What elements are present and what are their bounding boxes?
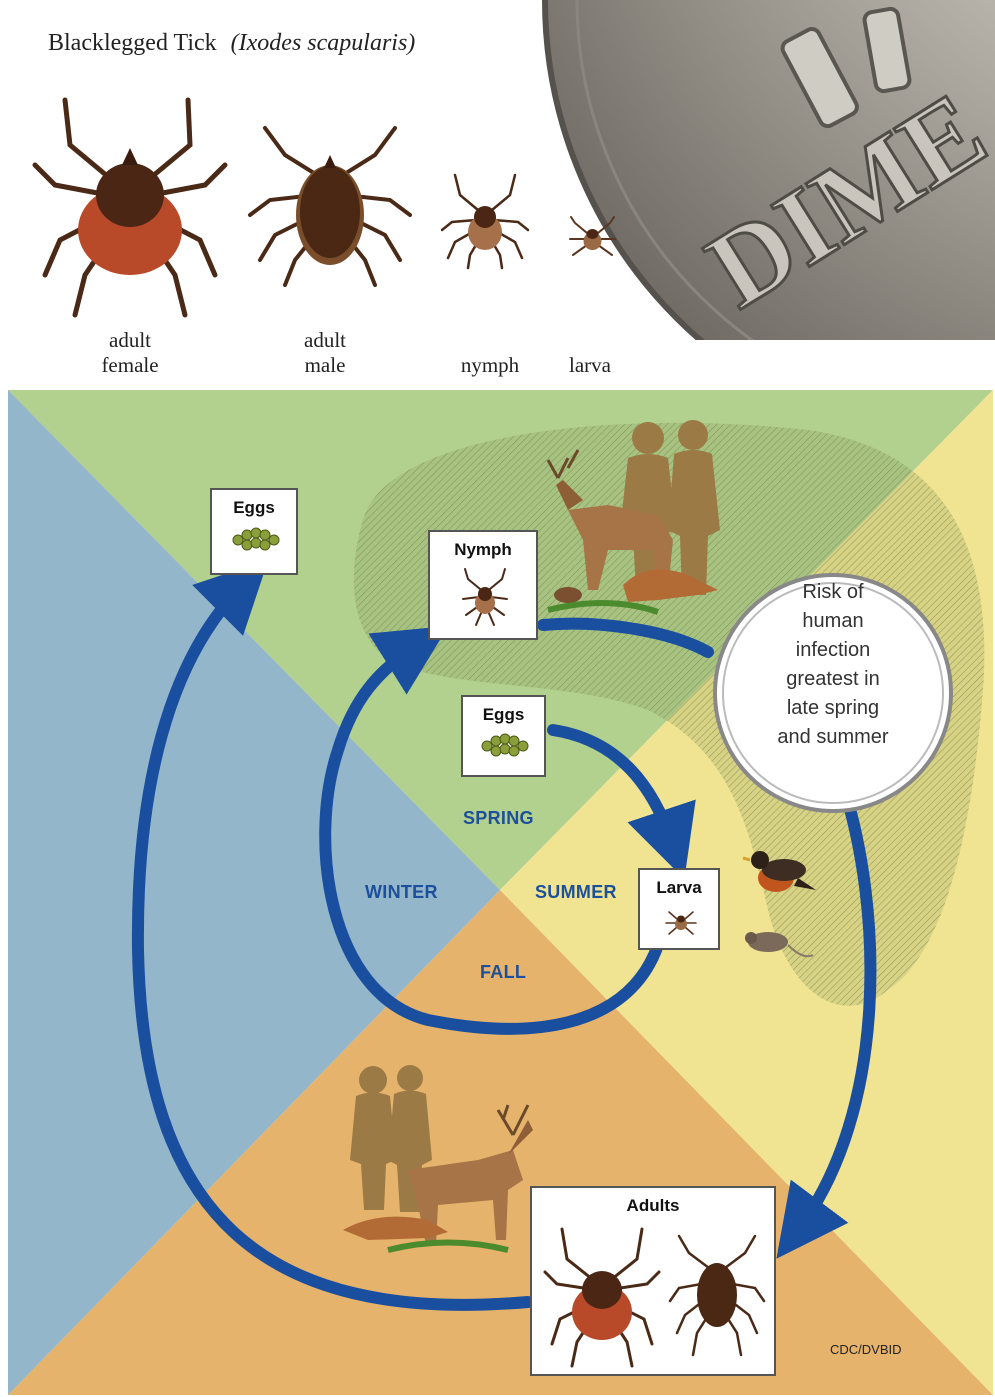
stage-larva: Larva <box>638 868 720 950</box>
season-summer: SUMMER <box>535 882 617 903</box>
risk-callout-text: Risk of human infection greatest in late… <box>713 578 953 752</box>
larva-label: Larva <box>640 878 718 898</box>
dime-coin-image: DIME <box>540 0 995 340</box>
stage-adults: Adults <box>530 1186 776 1376</box>
stage-nymph: Nymph <box>428 530 538 640</box>
nymph-stage-icon <box>460 567 510 627</box>
adult-male-stage-icon <box>667 1233 767 1358</box>
adults-label: Adults <box>532 1196 774 1216</box>
scientific-name: (Ixodes scapularis) <box>231 30 416 56</box>
adult-female-stage-icon <box>542 1224 662 1369</box>
season-winter: WINTER <box>365 882 438 903</box>
credit-text: CDC/DVBID <box>830 1342 902 1357</box>
chipmunk-illustration <box>554 587 582 603</box>
nymph-tick-illustration <box>440 170 530 270</box>
nymph-label: Nymph <box>430 540 536 560</box>
label-nymph: nymph <box>435 353 545 378</box>
adult-female-tick-illustration <box>30 90 230 320</box>
tick-size-panel: Blacklegged Tick (Ixodes scapularis) DIM… <box>0 0 995 385</box>
eggs-cluster-icon <box>230 525 282 555</box>
common-name: Blacklegged Tick <box>48 30 217 56</box>
larva-tick-illustration <box>565 215 620 260</box>
label-larva: larva <box>540 353 640 378</box>
stage-eggs-top: Eggs <box>210 488 298 575</box>
season-fall: FALL <box>480 962 526 983</box>
season-spring: SPRING <box>463 808 534 829</box>
eggs-cluster-icon <box>479 731 531 761</box>
eggs-center-label: Eggs <box>463 705 544 725</box>
stage-eggs-center: Eggs <box>461 695 546 777</box>
lifecycle-diagram: Risk of human infection greatest in late… <box>8 390 993 1395</box>
eggs-top-label: Eggs <box>212 498 296 518</box>
adult-male-tick-illustration <box>245 120 415 290</box>
panel-title: Blacklegged Tick (Ixodes scapularis) <box>48 30 415 57</box>
larva-stage-icon <box>664 908 698 936</box>
